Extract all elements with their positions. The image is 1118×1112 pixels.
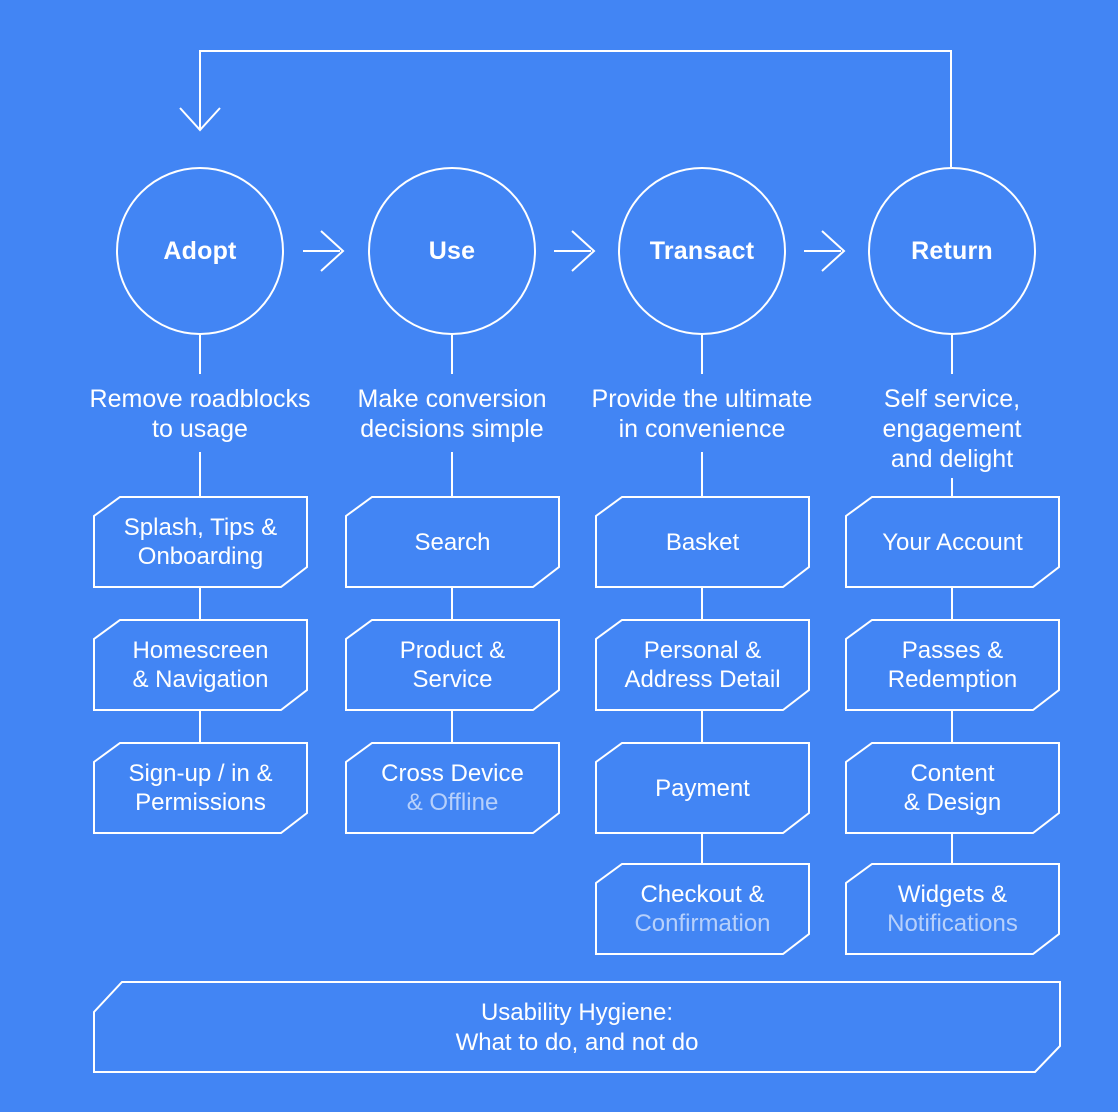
box-payment: Payment xyxy=(595,742,810,834)
box-outline xyxy=(845,496,1060,588)
box-outline xyxy=(595,742,810,834)
box-outline xyxy=(345,496,560,588)
box-line: Service xyxy=(412,666,493,693)
box-line: Product & xyxy=(399,637,506,664)
box-outline xyxy=(93,619,308,711)
box-product-service: Product & Service xyxy=(345,619,560,711)
arrowhead-down-icon xyxy=(179,107,221,132)
box-outline xyxy=(595,619,810,711)
box-line: Cross Device xyxy=(381,760,524,787)
box-outline xyxy=(845,619,1060,711)
stage-description-use: Make conversion decisions simple xyxy=(322,384,582,444)
stage-circle-use: Use xyxy=(368,167,536,335)
desc-line: Provide the ultimate xyxy=(591,385,813,413)
stage-label: Transact xyxy=(649,236,755,265)
usability-hygiene-box: Usability Hygiene: What to do, and not d… xyxy=(93,981,1061,1074)
arrowhead-right-icon xyxy=(571,230,596,272)
box-outline xyxy=(93,742,308,834)
box-line: Onboarding xyxy=(137,543,264,570)
stage-label: Use xyxy=(428,236,476,265)
box-checkout-confirmation: Checkout & Confirmation xyxy=(595,863,810,955)
box-line: Payment xyxy=(655,774,750,802)
desc-line: Remove roadblocks xyxy=(89,385,311,413)
box-line: Basket xyxy=(665,528,740,556)
stage-circle-adopt: Adopt xyxy=(116,167,284,335)
desc-line: and delight xyxy=(890,445,1014,473)
box-your-account: Your Account xyxy=(845,496,1060,588)
desc-line: in convenience xyxy=(618,415,786,443)
box-cross-device-offline: Cross Device & Offline xyxy=(345,742,560,834)
box-outline xyxy=(93,981,1061,1073)
stage-label: Adopt xyxy=(163,236,237,265)
stage-label: Return xyxy=(911,236,993,265)
box-line: Splash, Tips & xyxy=(123,514,278,541)
box-search: Search xyxy=(345,496,560,588)
box-basket: Basket xyxy=(595,496,810,588)
box-outline xyxy=(595,496,810,588)
desc-line: Self service, xyxy=(883,385,1021,413)
box-line: Passes & xyxy=(901,637,1004,664)
stage-description-transact: Provide the ultimate in convenience xyxy=(572,384,832,444)
box-outline xyxy=(845,742,1060,834)
desc-line: to usage xyxy=(152,415,248,443)
stage-description-return: Self service, engagement and delight xyxy=(822,384,1082,474)
box-outline xyxy=(345,742,560,834)
stage-description-adopt: Remove roadblocks to usage xyxy=(70,384,330,444)
box-line: Permissions xyxy=(135,789,266,816)
desc-line: engagement xyxy=(882,415,1022,443)
box-line: Your Account xyxy=(882,528,1023,556)
box-line-dim: & Offline xyxy=(406,789,499,816)
footer-line: Usability Hygiene: xyxy=(480,998,674,1026)
return-to-adopt-loop-arrow xyxy=(179,50,952,167)
box-line: Personal & xyxy=(643,637,762,664)
box-line: Content xyxy=(910,760,995,787)
box-outline xyxy=(595,863,810,955)
box-line: Widgets & xyxy=(897,881,1008,908)
box-passes-redemption: Passes & Redemption xyxy=(845,619,1060,711)
box-line: Address Detail xyxy=(624,666,781,693)
box-line: Sign-up / in & xyxy=(128,760,273,787)
box-line: & Navigation xyxy=(132,666,269,693)
box-line-dim: Confirmation xyxy=(634,910,771,937)
box-outline xyxy=(345,619,560,711)
arrowhead-right-icon xyxy=(821,230,846,272)
box-widgets-notifications: Widgets & Notifications xyxy=(845,863,1060,955)
box-personal-address-detail: Personal & Address Detail xyxy=(595,619,810,711)
box-line: Homescreen xyxy=(132,637,269,664)
box-line: Checkout & xyxy=(640,881,765,908)
box-outline xyxy=(93,496,308,588)
box-outline xyxy=(845,863,1060,955)
box-splash-tips-onboarding: Splash, Tips & Onboarding xyxy=(93,496,308,588)
box-content-design: Content & Design xyxy=(845,742,1060,834)
flow-arrow-adopt-to-use xyxy=(303,230,345,272)
arrowhead-right-icon xyxy=(320,230,345,272)
box-signup-permissions: Sign-up / in & Permissions xyxy=(93,742,308,834)
box-line-dim: Notifications xyxy=(887,910,1018,937)
box-line: Redemption xyxy=(887,666,1018,693)
box-line: & Design xyxy=(903,789,1002,816)
stage-circle-transact: Transact xyxy=(618,167,786,335)
desc-line: decisions simple xyxy=(360,415,544,443)
footer-line: What to do, and not do xyxy=(455,1028,699,1056)
box-homescreen-navigation: Homescreen & Navigation xyxy=(93,619,308,711)
box-line: Search xyxy=(414,528,491,556)
flow-arrow-use-to-transact xyxy=(554,230,596,272)
desc-line: Make conversion xyxy=(357,385,547,413)
stage-circle-return: Return xyxy=(868,167,1036,335)
flow-arrow-transact-to-return xyxy=(804,230,846,272)
